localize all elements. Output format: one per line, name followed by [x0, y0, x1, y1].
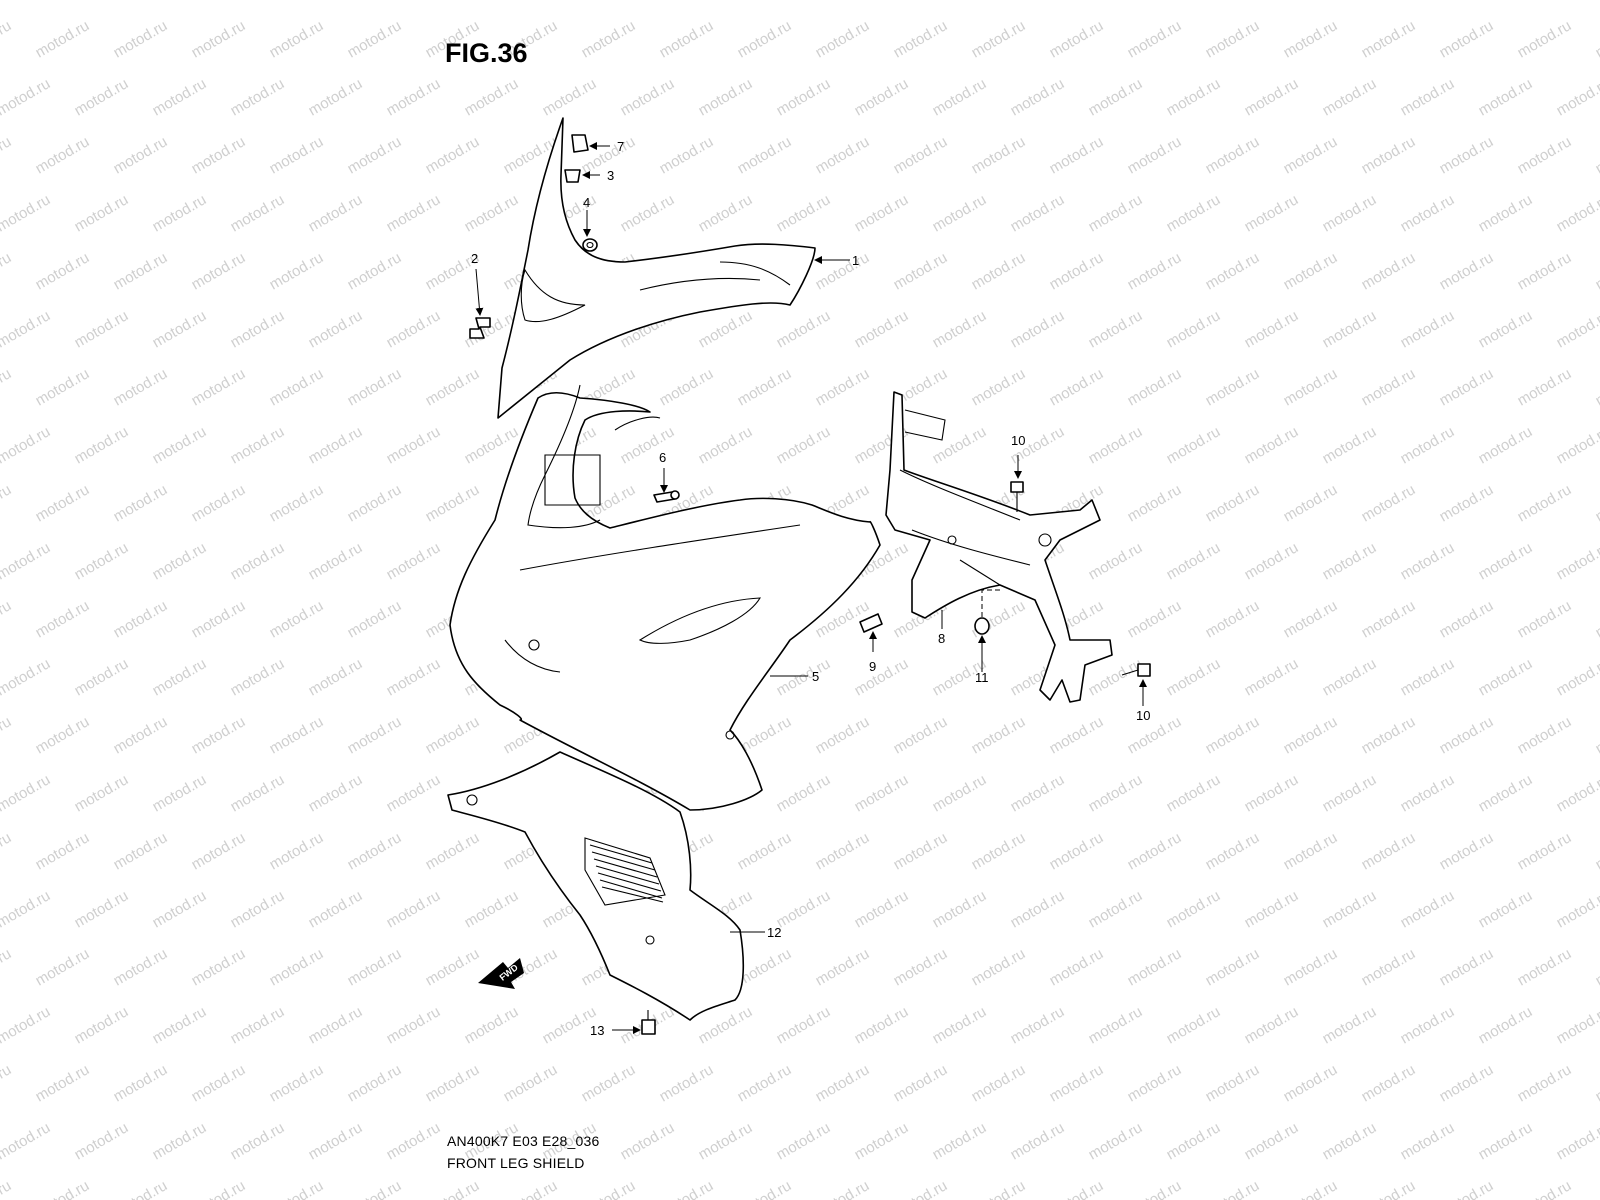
- nut-part-3: [564, 169, 581, 183]
- vent-grille: [589, 844, 664, 903]
- screw-part-6: [653, 490, 680, 503]
- nut-part-11: [974, 617, 990, 635]
- fwd-arrow-icon: FWD: [478, 958, 524, 989]
- callout-3: 3: [607, 168, 614, 183]
- callout-9: 9: [869, 659, 876, 674]
- lower-cover: [447, 751, 745, 1021]
- callout-2: 2: [471, 251, 478, 266]
- callout-1: 1: [852, 253, 859, 268]
- figure-code: AN400K7 E03 E28_036: [447, 1133, 600, 1149]
- clip-part-7: [571, 134, 589, 153]
- clip-part-2: [469, 317, 491, 339]
- front-leg-shield: [449, 384, 881, 811]
- callout-11: 11: [975, 670, 989, 685]
- callout-10-upper: 10: [1011, 433, 1025, 448]
- callout-13: 13: [590, 1023, 604, 1038]
- callout-10-lower: 10: [1136, 708, 1150, 723]
- pad-part-9: [859, 613, 883, 633]
- front-upper-cover: [497, 117, 816, 419]
- callout-8: 8: [938, 631, 945, 646]
- bolt-part-10-lower: [1121, 663, 1151, 677]
- callout-12: 12: [767, 925, 781, 940]
- figure-title: FIG.36: [445, 38, 528, 68]
- callout-labels: 7 3 4 2 1 6 5 10 8 9 11 10 12 13: [471, 139, 1150, 1038]
- figure-caption: FRONT LEG SHIELD: [447, 1155, 585, 1171]
- grommet-part-4: [582, 238, 598, 252]
- bolt-part-10-upper: [1010, 481, 1024, 512]
- callout-4: 4: [583, 195, 590, 210]
- leg-shield-bracket: [885, 391, 1113, 703]
- callout-5: 5: [812, 669, 819, 684]
- callout-7: 7: [617, 139, 624, 154]
- callout-6: 6: [659, 450, 666, 465]
- leader-lines: [475, 142, 1147, 1034]
- bolt-part-13: [641, 1010, 656, 1035]
